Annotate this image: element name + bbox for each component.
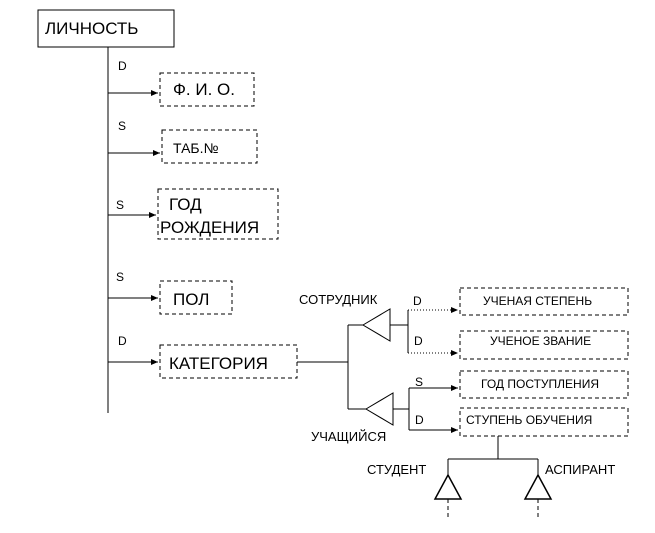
learner-subtype-triangle <box>365 392 394 426</box>
employee-attr1-box <box>459 287 629 316</box>
attr-birth-label-line2: РОЖДЕНИЯ <box>160 218 259 237</box>
attr-category-marker: D <box>118 334 127 348</box>
root-entity-box <box>37 9 175 48</box>
attr-sex-marker: S <box>116 270 124 284</box>
learner-attr1-box <box>459 370 629 399</box>
attr-tab-marker: S <box>118 119 126 133</box>
root-entity-label: ЛИЧНОСТЬ <box>45 19 138 38</box>
attr-birth-box <box>157 188 279 240</box>
employee-attr2-marker: D <box>414 334 423 348</box>
attr-birth-label-line1: ГОД <box>169 195 202 214</box>
learner-attr2-marker: D <box>415 413 424 427</box>
attr-category-box <box>159 344 298 379</box>
employee-subtype-triangle <box>362 308 391 342</box>
postgrad-subtype-triangle <box>523 473 553 500</box>
student-subtype-triangle <box>433 473 463 500</box>
attr-sex-label: ПОЛ <box>173 290 209 309</box>
employee-attr2-label: УЧЕНОЕ ЗВАНИЕ <box>490 334 591 348</box>
learner-attr2-box <box>459 407 629 437</box>
attr-sex-box <box>159 280 233 315</box>
learner-attr2-label: СТУПЕНЬ ОБУЧЕНИЯ <box>466 413 592 427</box>
attr-fio-marker: D <box>118 59 127 73</box>
learner-attr1-label: ГОД ПОСТУПЛЕНИЯ <box>481 377 599 391</box>
learner-attr1-marker: S <box>415 375 423 389</box>
attr-tab-box <box>161 129 258 164</box>
attr-fio-label: Ф. И. О. <box>173 80 235 99</box>
learner-subtype-label: УЧАЩИЙСЯ <box>311 429 386 444</box>
employee-attr1-label: УЧЕНАЯ СТЕПЕНЬ <box>483 294 592 308</box>
attr-tab-label: ТАБ.№ <box>173 140 219 156</box>
attr-birth-marker: S <box>116 198 124 212</box>
attr-category-label: КАТЕГОРИЯ <box>169 354 268 373</box>
employee-attr2-box <box>459 330 629 360</box>
employee-attr1-marker: D <box>413 294 422 308</box>
postgrad-subtype-label: АСПИРАНТ <box>545 462 615 477</box>
student-subtype-label: СТУДЕНТ <box>367 462 426 477</box>
employee-subtype-label: СОТРУДНИК <box>299 292 378 307</box>
